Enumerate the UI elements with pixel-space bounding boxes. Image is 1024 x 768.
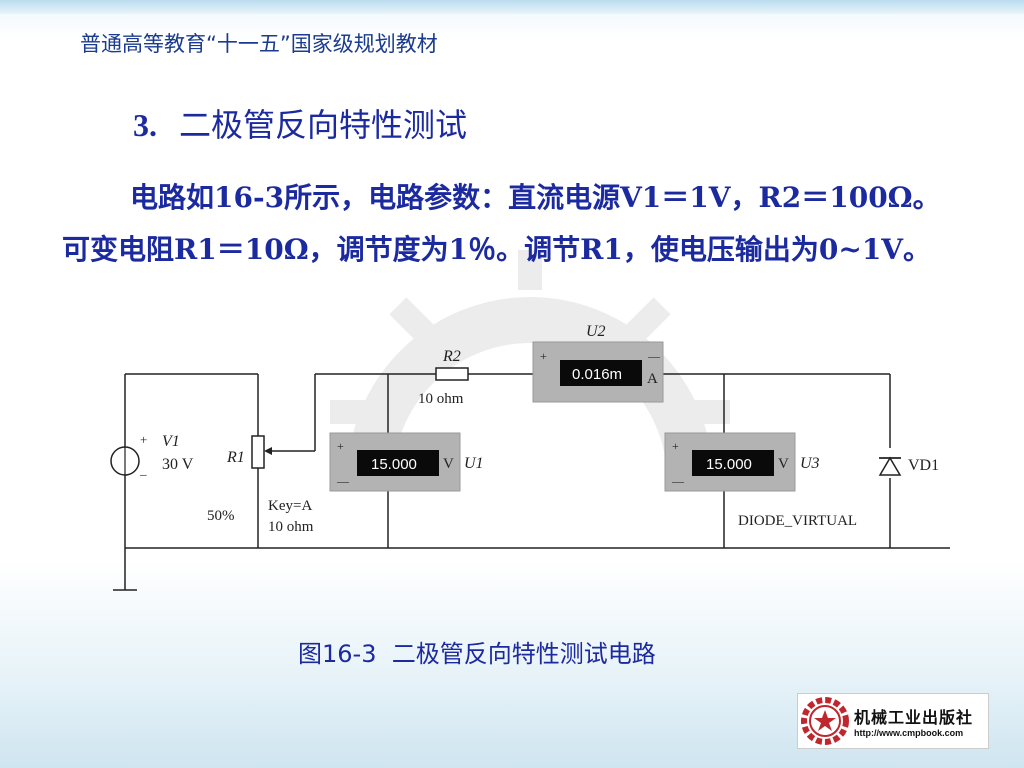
r1-value-label: 10 ohm (268, 519, 314, 535)
r1-percent-label: 50% (207, 508, 235, 524)
u1-plus-label: + (337, 439, 344, 453)
vd1-name-label: VD1 (908, 457, 939, 474)
u1-name-label: U1 (464, 455, 484, 472)
publisher-url: http://www.cmpbook.com (854, 728, 964, 738)
u3-unit-label: V (778, 456, 789, 472)
u1-minus-label: — (336, 474, 350, 488)
figure-caption: 图16-3 二极管反向特性测试电路 (298, 640, 656, 668)
r1-potentiometer: R1 50% Key=A 10 ohm (207, 435, 314, 535)
section-title: 3. 二极管反向特性测试 (133, 100, 467, 146)
v1-source: + V1 _ 30 V (110, 432, 194, 477)
u2-name-label: U2 (586, 323, 606, 340)
r1-key-label: Key=A (268, 498, 312, 514)
u1-reading: 15.000 (371, 456, 417, 473)
u2-reading: 0.016m (572, 366, 622, 383)
u3-reading: 15.000 (706, 456, 752, 473)
u1-unit-label: V (443, 456, 454, 472)
u2-plus-label: + (540, 349, 547, 363)
r2-resistor: R2 10 ohm (418, 348, 469, 407)
publisher-name: 机械工业出版社 (854, 708, 974, 727)
vd1-diode: VD1 DIODE_VIRTUAL (738, 456, 939, 529)
v1-minus-label: _ (139, 462, 147, 477)
v1-name-label: V1 (162, 433, 180, 450)
top-banner (0, 0, 1024, 14)
r1-name-label: R1 (226, 449, 245, 466)
vd1-model-label: DIODE_VIRTUAL (738, 513, 857, 529)
u2-ammeter: 0.016m + — A U2 (532, 323, 664, 403)
u3-voltmeter: 15.000 + — V U3 (664, 432, 820, 492)
v1-value-label: 30 V (162, 456, 194, 473)
circuit-diagram: + V1 _ 30 V R1 50% Key=A 10 ohm R2 10 oh… (110, 323, 950, 591)
v1-plus-label: + (140, 432, 147, 447)
r2-name-label: R2 (442, 348, 461, 365)
u1-voltmeter: 15.000 + — V U1 (329, 432, 484, 492)
section-number: 3. (133, 107, 157, 143)
textbook-series-header: 普通高等教育“十一五”国家级规划教材 (80, 32, 438, 56)
u2-unit-label: A (647, 371, 658, 387)
r2-value-label: 10 ohm (418, 391, 464, 407)
u3-minus-label: — (671, 474, 685, 488)
gear-star-logo-icon (801, 697, 849, 745)
description-paragraph: 电路如16-3所示，电路参数：直流电源V1＝1V，R2＝100Ω。可变电阻R1＝… (62, 181, 941, 266)
u2-minus-label: — (647, 349, 661, 363)
section-title-text: 二极管反向特性测试 (179, 106, 468, 144)
publisher-logo: 机械工业出版社 http://www.cmpbook.com (797, 693, 989, 749)
u3-name-label: U3 (800, 455, 820, 472)
u3-plus-label: + (672, 439, 679, 453)
